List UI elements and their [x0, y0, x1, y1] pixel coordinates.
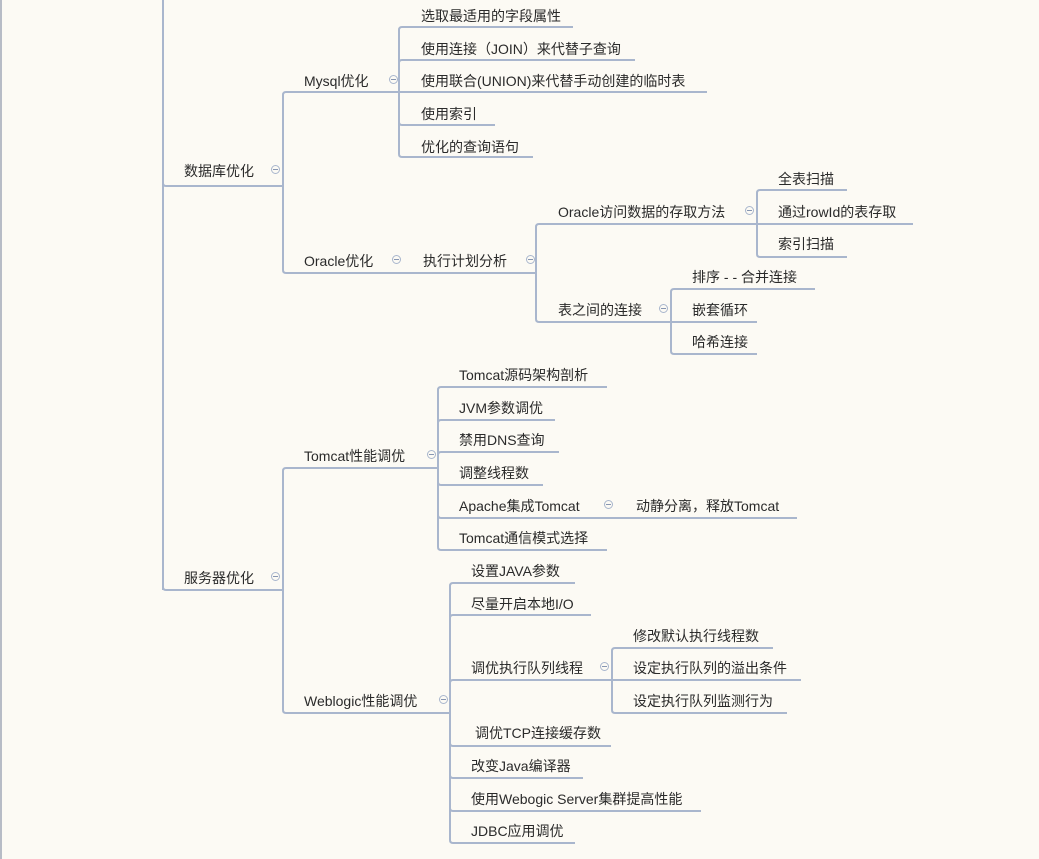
node-nested-loop[interactable]: 嵌套循环 — [692, 302, 748, 318]
collapse-toggle-icon[interactable] — [389, 75, 398, 84]
node-mysql-item-4[interactable]: 使用索引 — [421, 106, 477, 122]
node-table-joins[interactable]: 表之间的连接 — [558, 302, 642, 318]
node-java-params[interactable]: 设置JAVA参数 — [471, 563, 560, 579]
node-disable-dns[interactable]: 禁用DNS查询 — [459, 432, 545, 448]
collapse-toggle-icon[interactable] — [659, 304, 668, 313]
node-rowid-access[interactable]: 通过rowId的表存取 — [778, 204, 897, 220]
node-execution-plan[interactable]: 执行计划分析 — [423, 253, 507, 269]
node-index-scan[interactable]: 索引扫描 — [778, 236, 834, 252]
node-thread-count[interactable]: 调整线程数 — [459, 465, 529, 481]
node-static-dynamic-separation[interactable]: 动静分离，释放Tomcat — [636, 498, 780, 514]
node-full-table-scan[interactable]: 全表扫描 — [778, 171, 834, 187]
node-sort-merge-join[interactable]: 排序 - - 合并连接 — [692, 269, 797, 285]
collapse-toggle-icon[interactable] — [745, 206, 754, 215]
collapse-toggle-icon[interactable] — [604, 500, 613, 509]
node-mysql-item-5[interactable]: 优化的查询语句 — [421, 139, 519, 155]
node-queue-overflow[interactable]: 设定执行队列的溢出条件 — [633, 660, 787, 676]
node-database-optimization[interactable]: 数据库优化 — [184, 163, 254, 179]
node-jvm-tuning[interactable]: JVM参数调优 — [459, 400, 543, 416]
window-left-edge — [0, 0, 2, 859]
collapse-toggle-icon[interactable] — [271, 165, 280, 174]
node-tomcat-tuning[interactable]: Tomcat性能调优 — [304, 448, 406, 464]
node-weblogic-cluster[interactable]: 使用Webogic Server集群提高性能 — [471, 791, 683, 807]
node-weblogic-tuning[interactable]: Weblogic性能调优 — [304, 693, 418, 709]
collapse-toggle-icon[interactable] — [427, 450, 436, 459]
node-mysql-item-1[interactable]: 选取最适用的字段属性 — [421, 8, 561, 24]
node-queue-monitor[interactable]: 设定执行队列监测行为 — [633, 693, 773, 709]
collapse-toggle-icon[interactable] — [271, 572, 280, 581]
node-default-thread-count[interactable]: 修改默认执行线程数 — [633, 628, 759, 644]
node-oracle-optimization[interactable]: Oracle优化 — [304, 253, 374, 269]
collapse-toggle-icon[interactable] — [526, 255, 535, 264]
node-tomcat-connector-mode[interactable]: Tomcat通信模式选择 — [459, 530, 589, 546]
node-hash-join[interactable]: 哈希连接 — [692, 334, 748, 350]
collapse-toggle-icon[interactable] — [439, 695, 448, 704]
collapse-toggle-icon[interactable] — [392, 255, 401, 264]
node-tcp-buffer[interactable]: 调优TCP连接缓存数 — [475, 725, 601, 741]
node-server-optimization[interactable]: 服务器优化 — [184, 570, 254, 586]
node-java-compiler[interactable]: 改变Java编译器 — [471, 758, 571, 774]
node-tomcat-source-analysis[interactable]: Tomcat源码架构剖析 — [459, 367, 589, 383]
node-native-io[interactable]: 尽量开启本地I/O — [471, 596, 574, 612]
node-execute-queue-threads[interactable]: 调优执行队列线程 — [471, 660, 583, 676]
node-mysql-item-3[interactable]: 使用联合(UNION)来代替手动创建的临时表 — [421, 73, 686, 89]
node-apache-integration[interactable]: Apache集成Tomcat — [459, 498, 580, 514]
collapse-toggle-icon[interactable] — [600, 662, 609, 671]
node-oracle-access-methods[interactable]: Oracle访问数据的存取方法 — [558, 204, 726, 220]
node-mysql-optimization[interactable]: Mysql优化 — [304, 73, 369, 89]
node-mysql-item-2[interactable]: 使用连接（JOIN）来代替子查询 — [421, 41, 621, 57]
node-jdbc-tuning[interactable]: JDBC应用调优 — [471, 823, 564, 839]
